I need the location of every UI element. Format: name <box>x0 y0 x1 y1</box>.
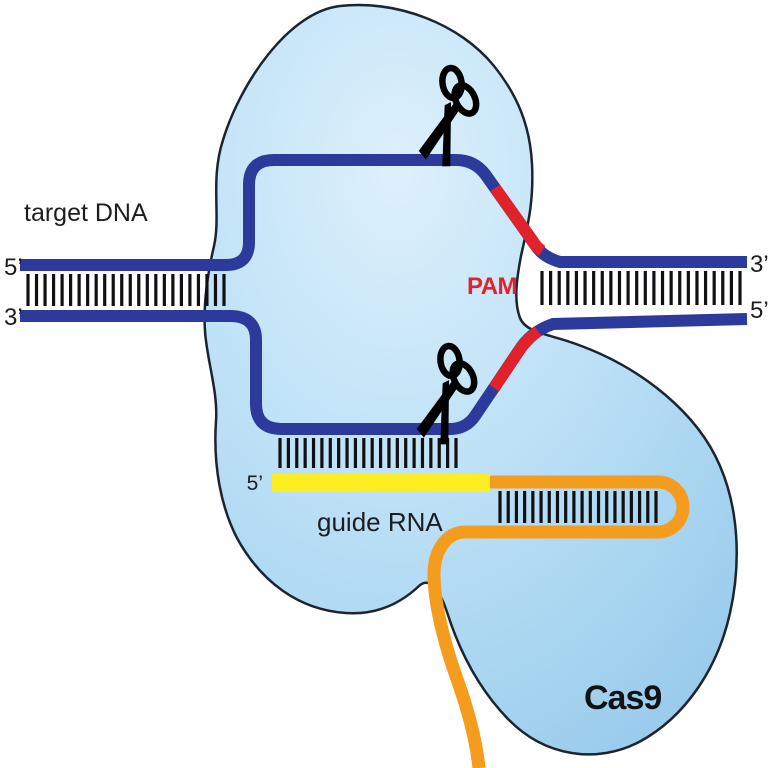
scaffold-hairpin-basepair-ticks <box>498 491 658 523</box>
dna-top-strand <box>20 154 747 271</box>
guide-five-prime-label: 5’ <box>247 472 263 495</box>
pam-label: PAM <box>467 273 517 300</box>
right-bottom-prime-label: 5’ <box>750 297 768 324</box>
right-top-prime-label: 3’ <box>750 251 768 278</box>
cas9-protein-body <box>203 3 738 756</box>
left-duplex-basepair-ticks <box>26 274 226 306</box>
guide-rna-scaffold <box>427 475 690 768</box>
guide-rna-label: guide RNA <box>317 507 443 537</box>
guide-target-basepair-ticks <box>278 438 458 468</box>
target-dna-label: target DNA <box>24 199 148 227</box>
cas9-label: Cas9 <box>584 679 661 717</box>
pam-segment-bottom <box>489 326 542 392</box>
right-duplex-basepair-ticks <box>540 271 742 305</box>
pam-segment-top <box>490 184 546 256</box>
left-top-prime-label: 5’ <box>4 254 23 281</box>
left-bottom-prime-label: 3’ <box>4 304 23 331</box>
